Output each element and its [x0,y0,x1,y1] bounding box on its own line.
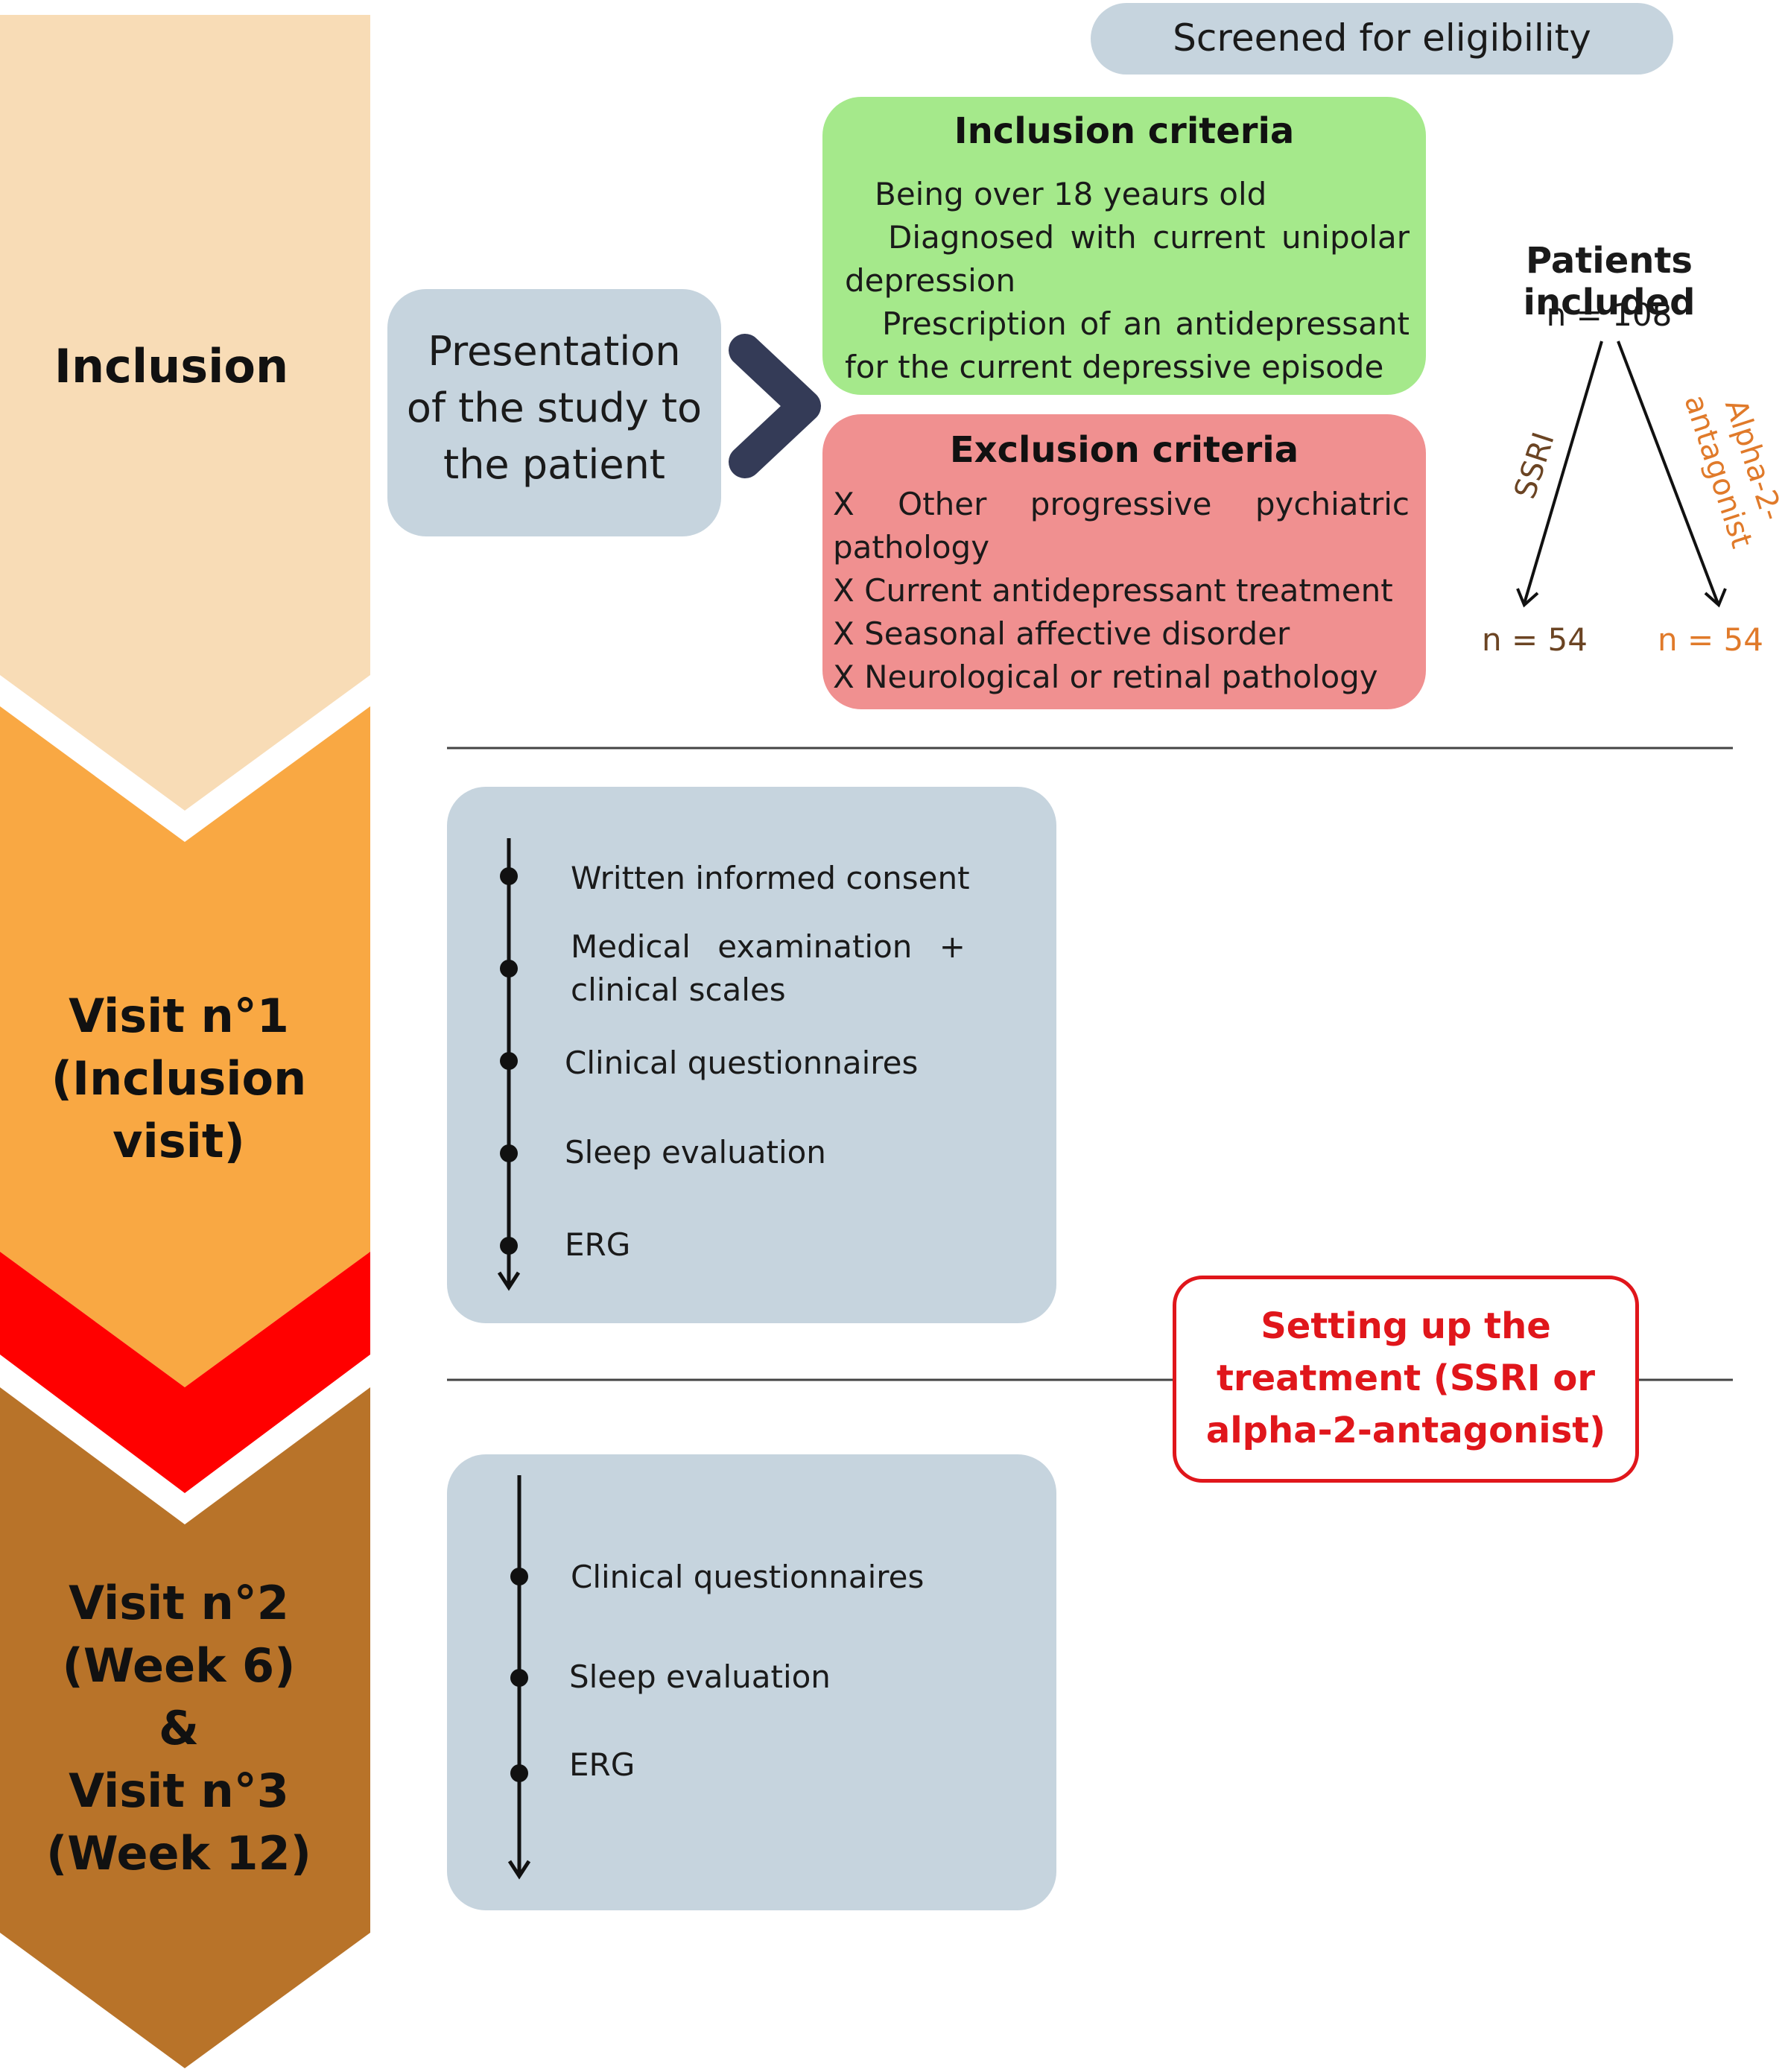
treatment-line: Setting up the [1261,1305,1551,1347]
visit1-item: ERG [565,1226,631,1263]
branch-n-ssri: n = 54 [1482,621,1588,658]
visit23-item: Clinical questionnaires [571,1559,925,1595]
visit23-item: Sleep evaluation [569,1658,831,1695]
treatment-line: treatment (SSRI or [1216,1357,1595,1399]
patients-title: Patients included [1523,240,1696,323]
screening-pill: Screened for eligibility [1091,3,1673,75]
stage-label-visit23: Visit n°2 (Week 6) & Visit n°3 (Week 12) [45,1576,312,1881]
exclusion-item: X Neurological or retinal pathology [833,659,1378,695]
inclusion-item: for the current depressive episode [845,349,1384,385]
patients-total: n = 108 [1546,297,1673,333]
visit23-timeline [507,1475,531,1880]
visit1-timeline [497,838,521,1291]
stage-visit23-chevron [0,1387,370,2068]
presentation-box: Presentation of the study to the patient [387,289,721,536]
exclusion-criteria-box: Exclusion criteria X Other progressive p… [822,414,1426,709]
exclusion-item: X Current antidepressant treatment [833,572,1393,609]
stage-visit1-chevron [0,706,370,1387]
visit1-item: Sleep evaluation [565,1134,826,1170]
exclusion-item: X Other progressive pychiatric [833,486,1410,522]
exclusion-item: pathology [833,529,990,565]
treatment-line: alpha-2-antagonist) [1205,1410,1606,1451]
screening-label: Screened for eligibility [1173,16,1591,60]
inclusion-item: Diagnosed with current unipolar [888,219,1410,256]
stage-label-inclusion: Inclusion [54,339,289,393]
exclusion-item: X Seasonal affective disorder [833,615,1290,652]
stage-transition-chevron [0,1252,370,1493]
visit1-item: Written informed consent [571,860,970,896]
visit1-item: Clinical questionnaires [565,1045,919,1081]
exclusion-criteria-title: Exclusion criteria [949,429,1299,471]
treatment-box: Setting up the treatment (SSRI or alpha-… [1173,1276,1639,1483]
visit23-item: ERG [569,1746,635,1783]
chevron-right-icon [729,334,821,478]
patient-split-arrows [1516,340,1727,608]
visit1-item: Medical examination + [571,928,966,965]
visit1-item: clinical scales [571,972,786,1008]
stage-label-visit1: Visit n°1 (Inclusion visit) [51,989,307,1168]
branch-n-alpha2: n = 54 [1658,621,1763,658]
stage-inclusion-chevron [0,15,370,811]
inclusion-criteria-box: Inclusion criteria Being over 18 yeaurs … [822,97,1426,395]
inclusion-item: depression [845,262,1016,299]
inclusion-criteria-title: Inclusion criteria [954,110,1295,152]
inclusion-item: Being over 18 yeaurs old [875,176,1267,212]
inclusion-item: Prescription of an antidepressant [882,305,1410,342]
presentation-label: Presentation of the study to the patient [406,328,703,488]
